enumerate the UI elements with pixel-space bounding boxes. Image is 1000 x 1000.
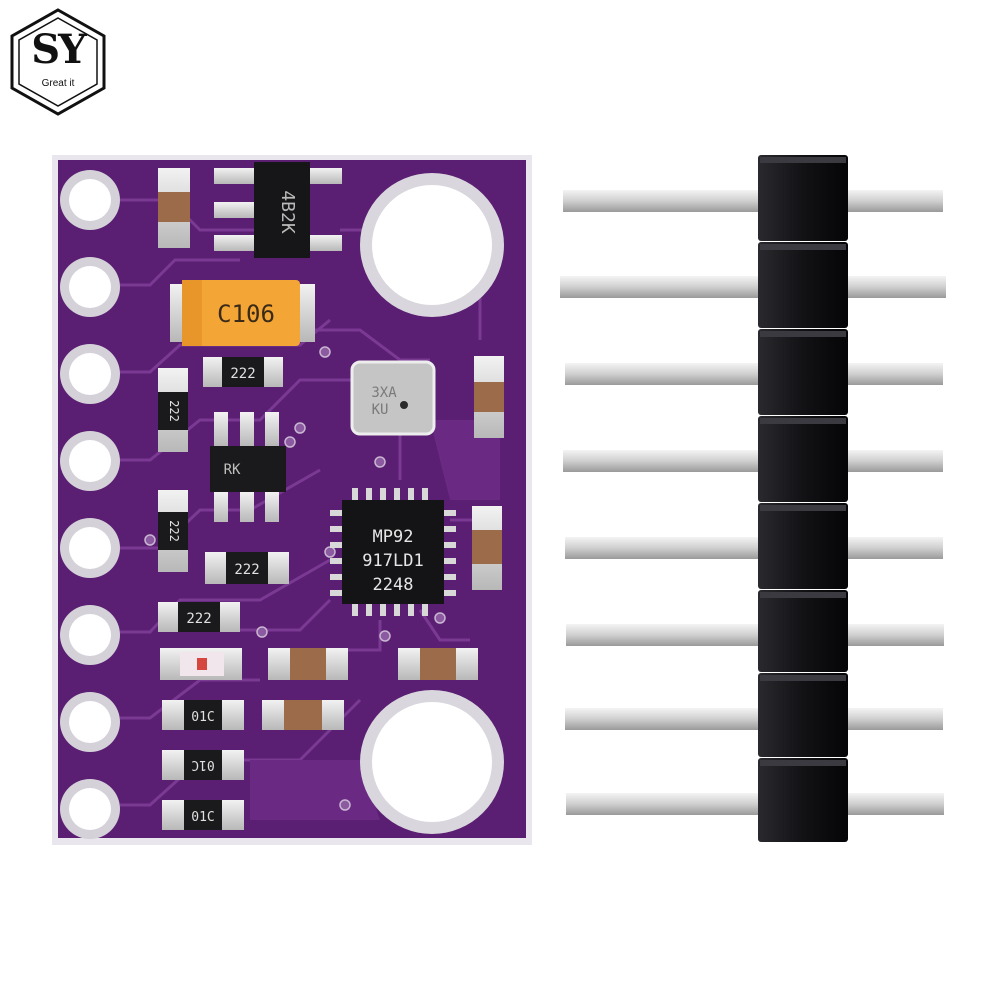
resistor-label-d: 222: [234, 562, 259, 578]
pin-hole: [60, 779, 120, 839]
transistor-label: RK: [224, 462, 241, 478]
vias: [144, 346, 446, 811]
header-block: [758, 242, 848, 328]
resistor-222-vertical: 222: [158, 368, 188, 452]
regulator-label: 4B2K: [277, 190, 298, 234]
imu-label-1: MP92: [373, 527, 414, 547]
header-pin: [565, 363, 943, 385]
sensor-label-2: KU: [372, 402, 389, 418]
header-pin: [565, 537, 943, 559]
capacitor: [472, 506, 502, 590]
tantalum-label: C106: [217, 300, 275, 328]
small-res-label-1: 01C: [191, 710, 214, 725]
header-block: [758, 155, 848, 241]
resistor-small: 01C: [162, 750, 244, 780]
logo-letters: SY: [31, 26, 86, 73]
resistor-label: 222: [230, 366, 255, 382]
small-res-label-3: 01C: [191, 810, 214, 825]
tantalum-capacitor: C106: [170, 280, 315, 346]
sensor-label-1: 3XA: [371, 385, 397, 401]
resistor-small: 01C: [162, 700, 244, 730]
pressure-sensor: 3XA KU: [350, 360, 436, 436]
logo-tagline: Great it: [41, 78, 75, 89]
pin-hole: [60, 344, 120, 404]
hexagon-icon: [10, 8, 106, 116]
header-pin: [566, 793, 944, 815]
resistor-label-c: 222: [167, 520, 181, 542]
resistor-small: 01C: [162, 800, 244, 830]
pin-hole: [60, 257, 120, 317]
resistor-222-vertical: 222: [158, 490, 188, 572]
mounting-hole-top: [360, 173, 504, 317]
resistor-label-b: 222: [167, 400, 181, 422]
capacitor: [474, 356, 504, 438]
resistor-label-e: 222: [186, 611, 211, 627]
pin-hole: [60, 518, 120, 578]
imu-chip: MP92 917LD1 2248: [330, 488, 456, 616]
pin-hole: [60, 431, 120, 491]
resistor-222: 222: [203, 357, 283, 387]
mounting-hole-bottom: [360, 690, 504, 834]
header-pin: [563, 450, 943, 472]
pin-hole: [60, 692, 120, 752]
small-res-label-2: 01C: [191, 757, 214, 772]
capacitor: [262, 700, 344, 730]
pin-hole: [60, 170, 120, 230]
capacitor: [268, 648, 348, 680]
pcb-board: 4B2K C106 222 222 3XA: [52, 155, 532, 845]
imu-label-2: 917LD1: [362, 551, 423, 571]
voltage-regulator: 4B2K: [214, 162, 342, 258]
pin-holes: [60, 170, 120, 839]
header-pin: [566, 624, 944, 646]
header-block: [758, 590, 848, 672]
header-block: [758, 673, 848, 757]
imu-label-3: 2248: [373, 575, 414, 595]
resistor-222: 222: [205, 552, 289, 584]
brand-logo: SY Great it: [8, 8, 108, 116]
header-block: [758, 503, 848, 589]
capacitor: [398, 648, 478, 680]
header-block: [758, 416, 848, 502]
header-block: [758, 758, 848, 842]
header-pin: [563, 190, 943, 212]
led: [160, 648, 242, 680]
transistor-package: RK: [210, 412, 286, 522]
pin-hole: [60, 605, 120, 665]
pin-header: [560, 155, 946, 842]
header-pin: [560, 276, 946, 298]
header-pin: [565, 708, 943, 730]
resistor-222: 222: [158, 602, 240, 632]
capacitor: [158, 168, 190, 248]
header-block: [758, 329, 848, 415]
